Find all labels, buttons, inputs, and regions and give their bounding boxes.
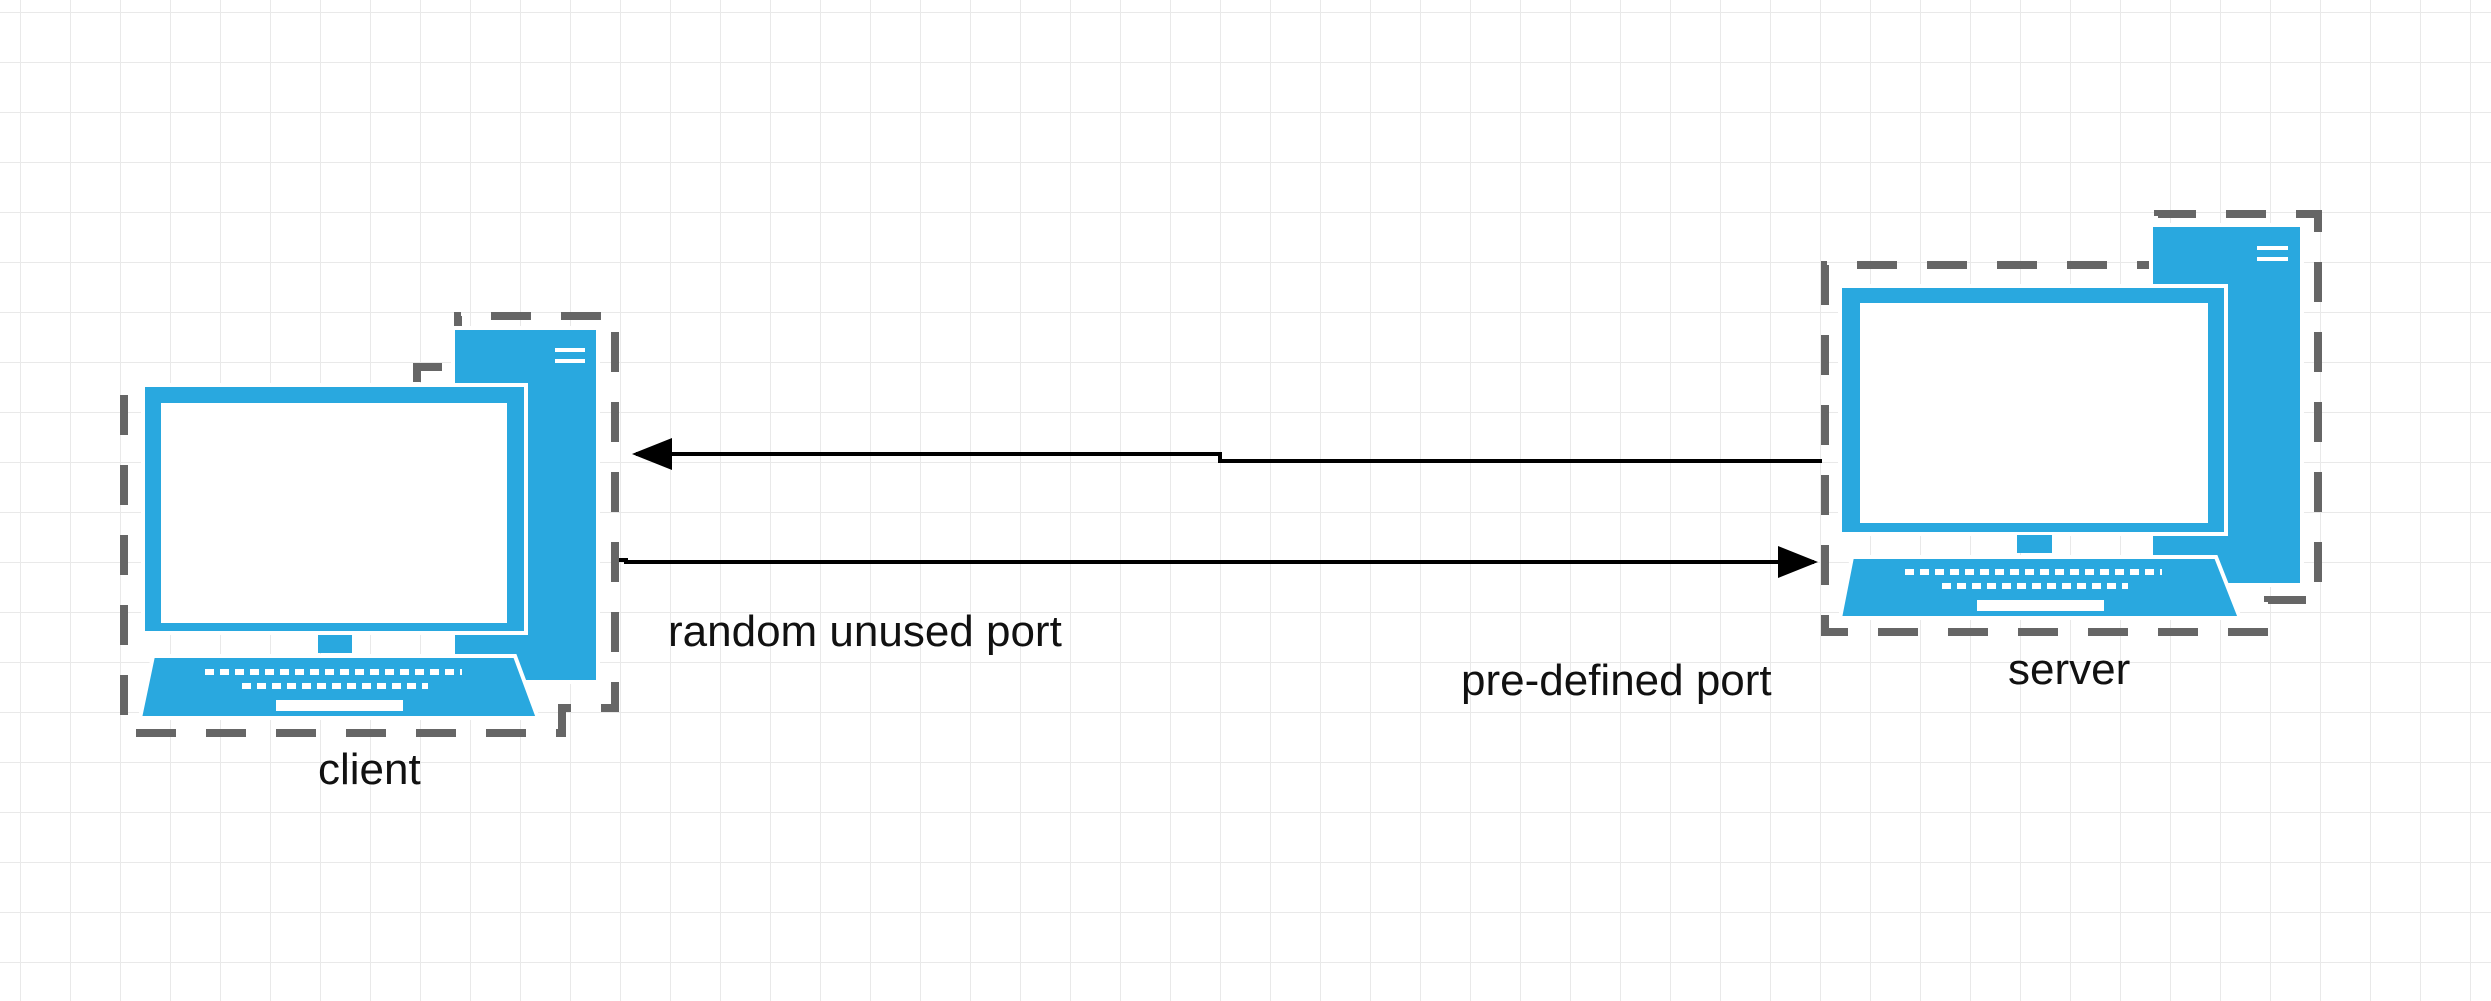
server-computer-icon: [1837, 223, 2304, 620]
client-node[interactable]: [120, 312, 619, 737]
arrow-client-to-server[interactable]: [619, 546, 1818, 578]
server-port-label: pre-defined port: [1461, 656, 1772, 705]
arrow-server-to-client[interactable]: [632, 438, 1822, 470]
client-computer-icon: [137, 326, 600, 720]
client-port-label: random unused port: [668, 607, 1062, 656]
server-node[interactable]: [1821, 210, 2322, 636]
client-selection-border: [120, 312, 619, 737]
server-label: server: [2008, 645, 2131, 694]
client-label: client: [318, 745, 421, 794]
